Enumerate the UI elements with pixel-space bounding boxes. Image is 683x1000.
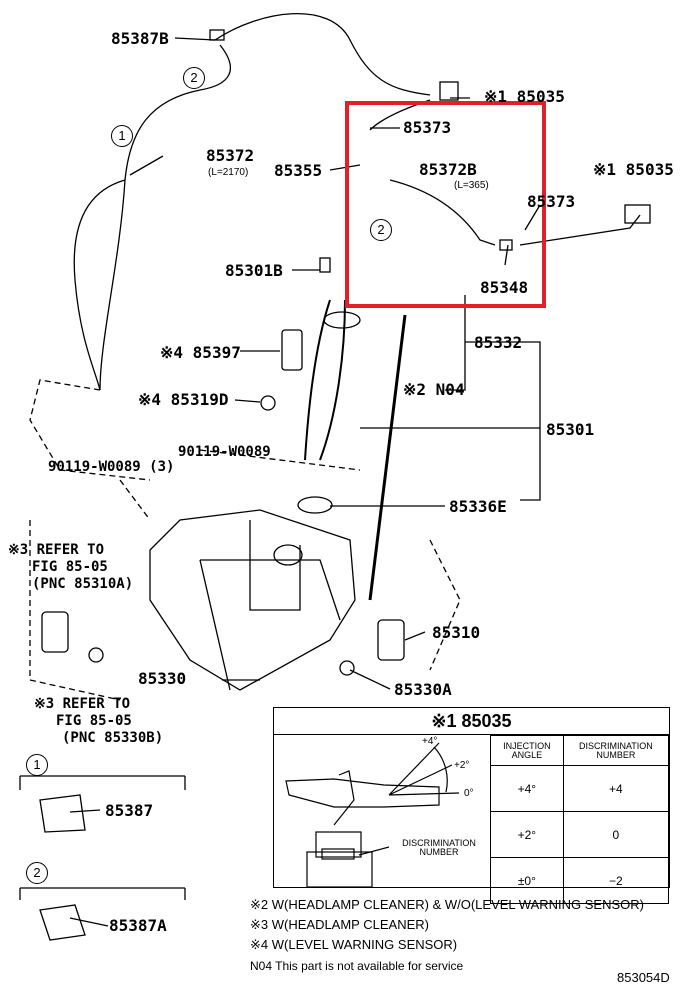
refer-note-85310A-line2[interactable]: FIG 85-05 (32, 559, 108, 575)
detail-box-title: ※1 85035 (274, 708, 669, 735)
table-row: +2°0 (490, 811, 670, 858)
part-85301[interactable]: 85301 (546, 420, 595, 439)
highlight-box (345, 101, 546, 308)
callout-1-hose: 1 (111, 125, 133, 147)
number-cell: +4 (562, 765, 670, 812)
angle-cell: +2° (490, 811, 564, 858)
part-85330A[interactable]: 85330A (394, 680, 452, 699)
part-N04[interactable]: ※2 N04 (403, 380, 465, 399)
angle-label-2: +2° (454, 760, 470, 771)
part-85319D[interactable]: ※4 85319D (138, 390, 229, 409)
note-4: ※4 W(LEVEL WARNING SENSOR) (250, 937, 458, 952)
refer-note-85330B-line2[interactable]: FIG 85-05 (56, 713, 132, 729)
part-90119-W0089-qty3[interactable]: 90119-W0089 (3) (48, 459, 175, 475)
part-90119-W0089[interactable]: 90119-W0089 (178, 444, 271, 460)
note-2: ※2 W(HEADLAMP CLEANER) & W/O(LEVEL WARNI… (250, 897, 644, 912)
part-85387A[interactable]: 85387A (109, 916, 167, 935)
part-85372B[interactable]: 85372B (419, 160, 477, 179)
part-85035-top[interactable]: ※1 85035 (484, 87, 565, 106)
callout-2-highlight: 2 (370, 219, 392, 241)
refer-note-85330B-line1: ※3 REFER TO (34, 696, 131, 712)
part-85330[interactable]: 85330 (138, 669, 187, 688)
note-n04: N04 This part is not available for servi… (250, 959, 464, 973)
part-85372B-length: (L=365) (454, 180, 489, 191)
table-row: ±0°−2 (490, 857, 670, 904)
part-85387[interactable]: 85387 (105, 801, 154, 820)
table-row: +4°+4 (490, 765, 670, 812)
angle-cell: +4° (490, 765, 564, 812)
number-cell: 0 (562, 811, 670, 858)
nozzle-illustration (285, 742, 460, 887)
part-85387B[interactable]: 85387B (111, 29, 169, 48)
refer-note-85330B-line3: (PNC 85330B) (62, 730, 164, 746)
part-85372-length: (L=2170) (208, 167, 249, 178)
callout-1-detail: 1 (26, 754, 48, 776)
angle-label-4: +4° (422, 736, 438, 747)
header-injection-angle: INJECTION ANGLE (490, 735, 564, 766)
part-85373-top[interactable]: 85373 (403, 118, 452, 137)
part-85332[interactable]: 85332 (474, 333, 523, 352)
part-85372[interactable]: 85372 (206, 146, 255, 165)
angle-label-0: 0° (464, 788, 474, 799)
part-85355[interactable]: 85355 (274, 161, 323, 180)
header-discrimination-number: DISCRIMINATION NUMBER (562, 735, 670, 766)
angle-cell: ±0° (490, 857, 564, 904)
callout-2-detail: 2 (26, 862, 48, 884)
nozzle-detail-box: ※1 85035 +4° +2° 0° DISCRIMINATION NUMBE… (273, 707, 670, 904)
part-85301B[interactable]: 85301B (225, 261, 283, 280)
part-85336E[interactable]: 85336E (449, 497, 507, 516)
discrimination-number-label: DISCRIMINATION NUMBER (402, 838, 476, 857)
part-85373-right[interactable]: 85373 (527, 192, 576, 211)
part-85348[interactable]: 85348 (480, 278, 529, 297)
callout-2-top: 2 (183, 67, 205, 89)
refer-note-85310A-line3: (PNC 85310A) (32, 576, 134, 592)
part-85035-right[interactable]: ※1 85035 (593, 160, 674, 179)
part-85310[interactable]: 85310 (432, 623, 481, 642)
note-3: ※3 W(HEADLAMP CLEANER) (250, 917, 429, 932)
refer-note-85310A-line1: ※3 REFER TO (8, 542, 105, 558)
part-85397[interactable]: ※4 85397 (160, 343, 241, 362)
number-cell: −2 (562, 857, 670, 904)
figure-id: 853054D (617, 970, 670, 985)
